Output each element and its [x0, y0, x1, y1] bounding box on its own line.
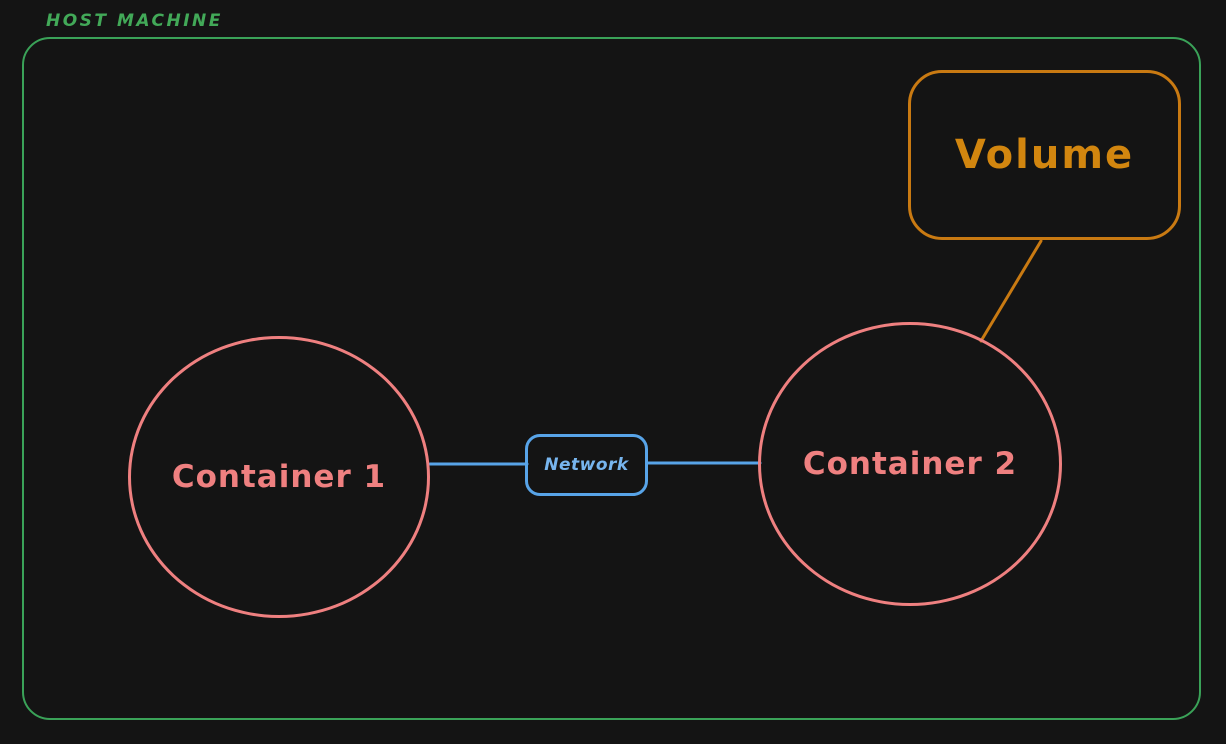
node-volume: Volume [908, 70, 1181, 240]
network-label: Network [544, 455, 629, 475]
node-container-2: Container 2 [758, 322, 1062, 606]
host-machine-label: HOST MACHINE [46, 11, 223, 31]
node-container-1: Container 1 [128, 336, 430, 618]
host-machine-frame [22, 37, 1201, 720]
volume-label: Volume [954, 132, 1135, 178]
container-1-label: Container 1 [171, 459, 387, 495]
container-2-label: Container 2 [802, 446, 1018, 482]
node-network: Network [525, 434, 648, 496]
